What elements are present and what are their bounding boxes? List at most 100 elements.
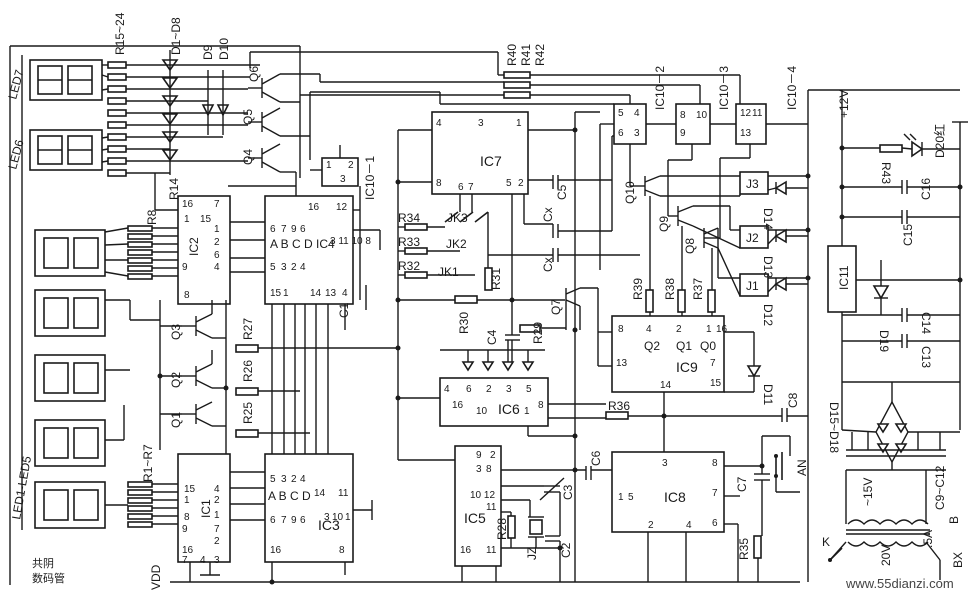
resistor-r43 [879,144,903,153]
transistor-q2 [182,363,213,389]
svg-text:5: 5 [628,492,634,503]
label-ic5: IC5 [464,510,486,526]
svg-text:7: 7 [710,358,716,369]
label-c7: C7 [735,476,749,492]
label-vdd: VDD [149,564,163,590]
label-jk1: JK1 [438,265,459,279]
label-c6: C6 [589,450,603,466]
label-bx: BX [951,552,965,568]
svg-text:13: 13 [325,288,337,299]
resistor-r36 [605,411,629,420]
label-q10: Q10 [623,181,637,204]
capacitor-c7 [754,473,770,481]
svg-text:16: 16 [182,199,194,210]
display-led3 [34,354,106,402]
label-common-cathode-1: 共阴 [32,557,54,570]
led-d20 [903,133,924,158]
svg-text:9: 9 [291,224,297,235]
label-c8: C8 [786,392,800,408]
svg-text:4: 4 [634,108,640,119]
label-q3: Q3 [169,324,183,340]
svg-text:3: 3 [662,458,668,469]
svg-text:16: 16 [182,545,194,556]
transformer-b [846,519,930,547]
svg-text:8: 8 [436,178,442,189]
svg-text:14: 14 [660,380,672,391]
svg-text:4: 4 [646,324,652,335]
display-led7 [29,59,103,101]
svg-text:8: 8 [680,110,686,121]
svg-text:1: 1 [283,288,289,299]
svg-text:15: 15 [200,214,212,225]
capacitor-c4 [505,334,520,341]
capacitor-c8 [781,408,788,422]
svg-text:A B C D: A B C D [268,489,311,503]
label-r14: R14 [167,178,181,200]
svg-text:6: 6 [712,518,718,529]
wiring [9,45,968,585]
transistor-q1 [182,401,213,427]
capacitor-c2 [545,535,560,542]
svg-text:11: 11 [486,502,497,513]
svg-text:2: 2 [291,474,297,485]
svg-text:5: 5 [270,474,276,485]
svg-text:7: 7 [182,555,188,566]
bridge-rectifier [875,400,909,464]
svg-text:15: 15 [710,378,722,389]
svg-text:Q0: Q0 [700,339,716,353]
label-c4: C4 [485,329,499,345]
label-r15-24: R15~24 [113,12,127,55]
svg-text:1: 1 [214,224,220,235]
label-r35: R35 [737,538,751,560]
label-ic3: IC3 [318,517,340,533]
svg-text:15: 15 [270,288,282,299]
label-r33: R33 [398,235,420,249]
svg-text:12: 12 [740,108,752,119]
label-q1: Q1 [169,412,183,428]
svg-text:7: 7 [712,488,718,499]
svg-text:4: 4 [686,520,692,531]
svg-text:8: 8 [339,545,345,556]
label-r38: R38 [663,278,677,300]
label-j2: J2 [746,231,759,245]
svg-text:7: 7 [214,524,220,535]
label-q2: Q2 [169,372,183,388]
svg-text:2: 2 [291,262,297,273]
label-q9: Q9 [657,216,671,232]
svg-text:3: 3 [324,512,330,523]
label-r37: R37 [691,278,705,300]
svg-text:1: 1 [345,512,351,523]
transistor-q6 [248,73,281,103]
label-d11: D11 [761,384,775,405]
resistor-r27 [235,344,259,353]
label-r40: R40 [505,44,519,66]
label-an: AN [795,459,809,476]
svg-text:1: 1 [524,406,530,417]
svg-text:5: 5 [526,384,532,395]
label-d14: D14 [761,208,775,230]
label-ic10-2: IC10－2 [653,66,667,110]
svg-text:3: 3 [281,262,287,273]
svg-text:12: 12 [336,202,348,213]
label-jk3: JK3 [447,211,468,225]
label-ic10-1: IC10－1 [363,156,377,200]
svg-text:3 11 10 8: 3 11 10 8 [330,236,371,247]
svg-text:3: 3 [506,384,512,395]
diode-d12 [774,276,787,292]
label-ic6: IC6 [498,401,520,417]
label-j1: J1 [746,279,759,293]
svg-text:1: 1 [706,324,712,335]
svg-text:2: 2 [518,178,524,189]
label-r32: R32 [398,259,420,273]
diode-d19 [872,285,890,300]
svg-text:5: 5 [270,262,276,273]
svg-text:8: 8 [184,290,190,301]
label-d15-d18: D15~D18 [827,402,841,453]
label-d20: D20红 [932,124,947,158]
svg-text:3: 3 [476,464,482,475]
svg-text:2: 2 [214,495,220,506]
svg-text:16: 16 [270,545,282,556]
diode-d9-d10 [201,70,230,135]
